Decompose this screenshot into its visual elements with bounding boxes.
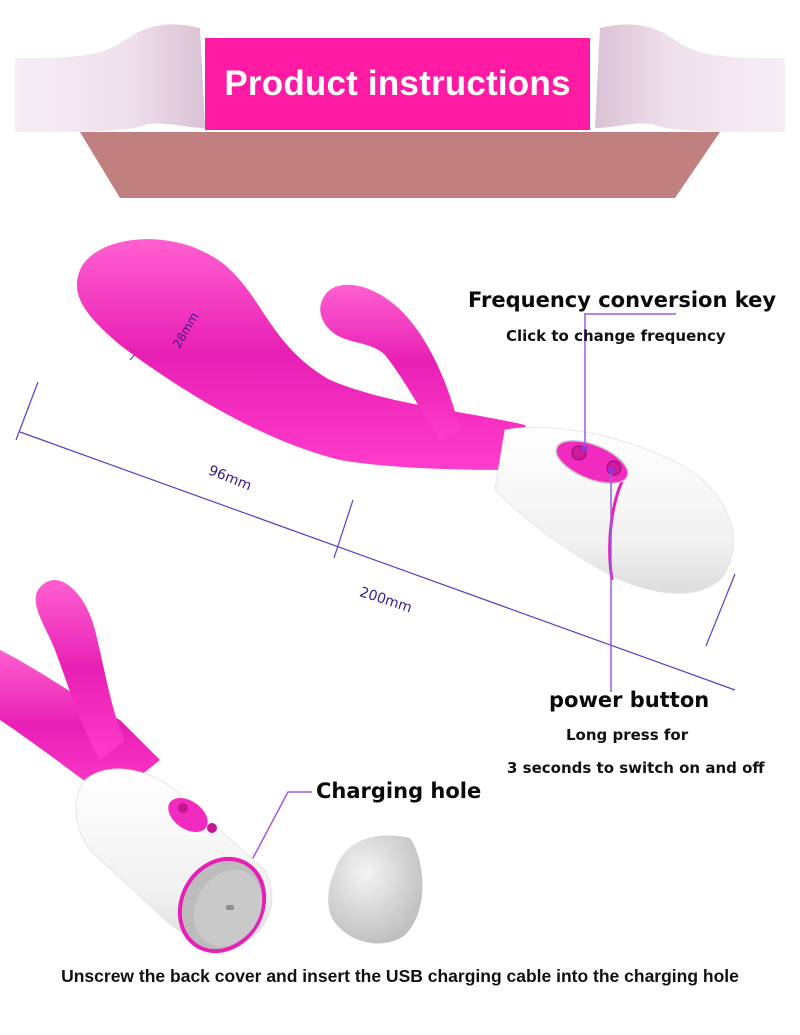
banner-title: Product instructions — [224, 64, 571, 103]
power-button-description-line2: 3 seconds to switch on and off — [507, 759, 765, 777]
banner-shadow — [80, 132, 720, 198]
banner-curl-right — [595, 24, 785, 132]
product-main — [76, 239, 734, 594]
product-back-view — [0, 579, 423, 954]
banner-ribbon — [205, 38, 590, 130]
leader-lines — [242, 313, 676, 876]
frequency-key-title: Frequency conversion key — [468, 288, 777, 312]
charging-hole-title: Charging hole — [316, 779, 482, 803]
banner — [15, 24, 785, 198]
power-button-title: power button — [549, 688, 710, 712]
frequency-key-description: Click to change frequency — [506, 327, 726, 345]
banner-curl-left — [15, 24, 205, 132]
power-button-description-line1: Long press for — [566, 726, 689, 744]
footer-instruction: Unscrew the back cover and insert the US… — [61, 966, 739, 986]
